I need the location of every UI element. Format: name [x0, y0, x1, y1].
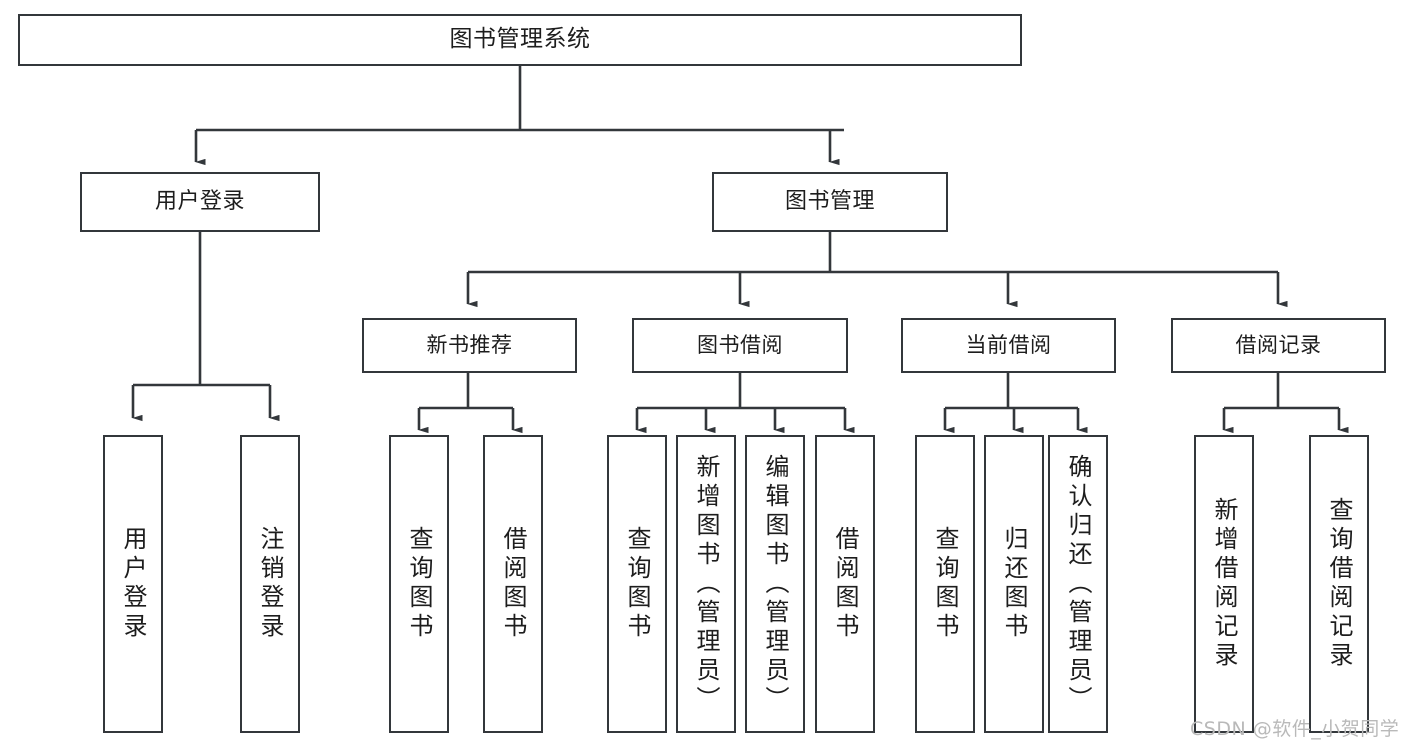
node-borrowing-record[interactable]: 借阅记录 — [1171, 318, 1386, 373]
node-new-book-recommendation[interactable]: 新书推荐 — [362, 318, 577, 373]
node-label: 用户登录 — [154, 188, 245, 214]
leaf-add-borrow-record[interactable]: 新增借阅记录 — [1194, 435, 1254, 733]
leaf-borrow-book-new-rec[interactable]: 借阅图书 — [483, 435, 543, 733]
node-label: 新书推荐 — [426, 332, 513, 357]
leaf-query-book-borrow[interactable]: 查询图书 — [607, 435, 667, 733]
node-label: 借阅图书 — [499, 526, 527, 642]
node-label: 查询图书 — [931, 526, 959, 642]
node-label: 新增图书（管理员） — [692, 453, 720, 715]
node-book-management[interactable]: 图书管理 — [712, 172, 948, 232]
node-label: 新增借阅记录 — [1210, 497, 1238, 671]
node-label: 注销登录 — [256, 526, 284, 642]
node-label: 查询图书 — [405, 526, 433, 642]
node-label: 图书管理系统 — [449, 26, 591, 53]
leaf-return-book[interactable]: 归还图书 — [984, 435, 1044, 733]
leaf-query-book-current[interactable]: 查询图书 — [915, 435, 975, 733]
node-label: 确认归还（管理员） — [1064, 453, 1092, 715]
leaf-query-book-new-rec[interactable]: 查询图书 — [389, 435, 449, 733]
node-label: 借阅图书 — [831, 526, 859, 642]
node-book-borrowing[interactable]: 图书借阅 — [632, 318, 848, 373]
node-label: 当前借阅 — [965, 332, 1052, 357]
node-label: 查询借阅记录 — [1325, 497, 1353, 671]
leaf-user-login[interactable]: 用户登录 — [103, 435, 163, 733]
node-book-management-system[interactable]: 图书管理系统 — [18, 14, 1022, 66]
leaf-confirm-return-admin[interactable]: 确认归还（管理员） — [1048, 435, 1108, 733]
leaf-query-borrow-record[interactable]: 查询借阅记录 — [1309, 435, 1369, 733]
leaf-edit-book-admin[interactable]: 编辑图书（管理员） — [745, 435, 805, 733]
node-current-borrowing[interactable]: 当前借阅 — [901, 318, 1116, 373]
node-user-login[interactable]: 用户登录 — [80, 172, 320, 232]
node-label: 用户登录 — [119, 526, 147, 642]
leaf-borrow-book[interactable]: 借阅图书 — [815, 435, 875, 733]
leaf-add-book-admin[interactable]: 新增图书（管理员） — [676, 435, 736, 733]
node-label: 查询图书 — [623, 526, 651, 642]
leaf-logout[interactable]: 注销登录 — [240, 435, 300, 733]
node-label: 编辑图书（管理员） — [761, 453, 789, 715]
node-label: 图书管理 — [784, 188, 875, 214]
node-label: 借阅记录 — [1235, 332, 1322, 357]
node-label: 图书借阅 — [697, 332, 783, 357]
node-label: 归还图书 — [1000, 526, 1028, 642]
